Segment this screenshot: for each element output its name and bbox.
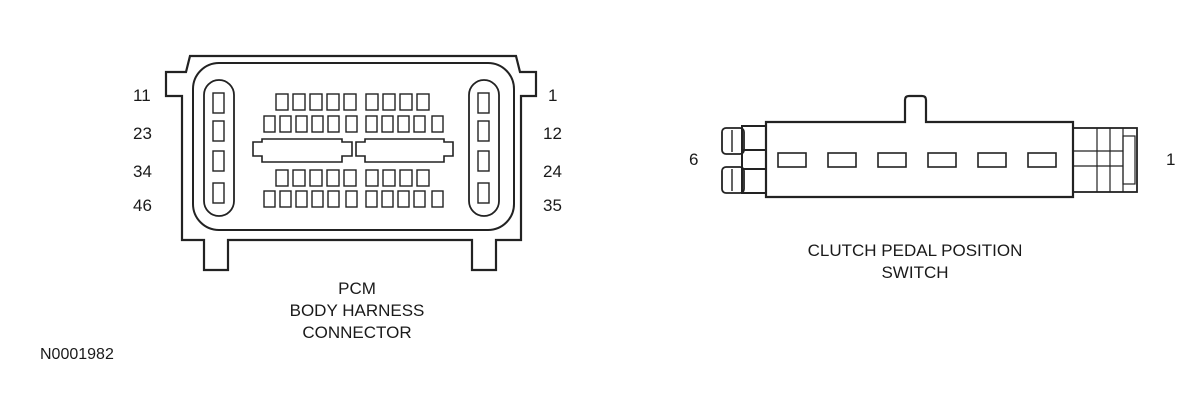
pcm-pin-cavity	[382, 93, 396, 111]
clutch-terminal-window	[977, 152, 1007, 168]
clutch-caption-line-2: SWITCH	[881, 263, 948, 282]
pcm-pin-number-34: 34	[133, 162, 152, 181]
pcm-pin-cavity	[399, 169, 413, 187]
pcm-left-capsule-cavity	[212, 92, 225, 114]
pcm-right-capsule-cavity	[477, 120, 490, 142]
pcm-pin-cavity	[399, 93, 413, 111]
pcm-pin-cavity	[311, 190, 324, 208]
pcm-pin-cavity	[416, 169, 430, 187]
pcm-connector-inner-frame	[192, 62, 515, 231]
pcm-pin-cavity	[365, 115, 378, 133]
pcm-pin-cavity	[365, 93, 379, 111]
pcm-pin-cavity	[345, 115, 358, 133]
pcm-pin-cavity	[431, 190, 444, 208]
pcm-pin-cavity	[275, 169, 289, 187]
pcm-center-latch-right	[355, 138, 454, 163]
clutch-switch-upper-tab	[721, 127, 745, 155]
pcm-pin-cavity	[295, 190, 308, 208]
pcm-pin-number-24: 24	[543, 162, 562, 181]
pcm-left-capsule-cavity	[212, 120, 225, 142]
pcm-pin-cavity	[431, 115, 444, 133]
clutch-switch-plunger-ribs	[1073, 128, 1136, 192]
pcm-pin-cavity	[365, 190, 378, 208]
clutch-switch-lower-tab	[721, 166, 745, 194]
pcm-pin-cavity	[327, 190, 340, 208]
pcm-pin-cavity	[413, 190, 426, 208]
pcm-pin-cavity	[416, 93, 430, 111]
clutch-switch-plunger	[1072, 127, 1138, 193]
pcm-pin-cavity	[397, 115, 410, 133]
pcm-right-capsule-cavity	[477, 182, 490, 204]
pcm-center-latch-left	[252, 138, 353, 163]
pcm-right-pin-capsule	[468, 79, 500, 217]
pcm-connector-caption: PCM BODY HARNESS CONNECTOR	[290, 279, 425, 342]
pcm-pin-cavity	[309, 93, 323, 111]
clutch-caption-line-1: CLUTCH PEDAL POSITION	[808, 241, 1023, 260]
pcm-left-capsule-cavity	[212, 150, 225, 172]
pcm-pin-number-46: 46	[133, 196, 152, 215]
pcm-pin-number-1: 1	[548, 86, 557, 105]
pcm-pin-cavity	[381, 115, 394, 133]
pcm-pin-cavity	[413, 115, 426, 133]
pcm-connector	[164, 54, 538, 272]
pcm-pin-cavity	[263, 115, 276, 133]
clutch-switch-body	[764, 94, 1075, 199]
pcm-pin-cavity	[365, 169, 379, 187]
pcm-pin-cavity	[343, 169, 357, 187]
pcm-pin-number-35: 35	[543, 196, 562, 215]
pcm-pin-cavity	[295, 115, 308, 133]
clutch-terminal-window	[777, 152, 807, 168]
pcm-caption-line-1: PCM	[338, 279, 376, 298]
pcm-pin-cavity	[343, 93, 357, 111]
pcm-pin-cavity	[326, 93, 340, 111]
clutch-terminal-window	[927, 152, 957, 168]
clutch-terminal-window	[877, 152, 907, 168]
pcm-pin-number-12: 12	[543, 124, 562, 143]
pcm-pin-cavity	[311, 115, 324, 133]
pcm-pin-cavity	[326, 169, 340, 187]
pcm-caption-line-2: BODY HARNESS	[290, 301, 425, 320]
pcm-pin-cavity	[345, 190, 358, 208]
pcm-pin-cavity	[327, 115, 340, 133]
clutch-pin-number-6: 6	[689, 150, 698, 169]
pcm-right-capsule-cavity	[477, 150, 490, 172]
pcm-right-capsule-cavity	[477, 92, 490, 114]
pcm-pin-cavity	[263, 190, 276, 208]
pcm-left-pin-numbers: 11 23 34 46	[133, 86, 152, 215]
pcm-pin-cavities	[212, 92, 490, 208]
pcm-left-pin-capsule	[203, 79, 235, 217]
pcm-connector-housing	[164, 54, 538, 272]
clutch-terminal-window	[827, 152, 857, 168]
clutch-terminal-window	[1027, 152, 1057, 168]
pcm-pin-cavity	[397, 190, 410, 208]
clutch-switch-caption: CLUTCH PEDAL POSITION SWITCH	[808, 241, 1023, 282]
pcm-pin-number-11: 11	[133, 86, 151, 105]
figure-code: N0001982	[40, 346, 114, 363]
clutch-switch-left-end	[741, 125, 766, 194]
pcm-pin-cavity	[279, 115, 292, 133]
pcm-pin-cavity	[275, 93, 289, 111]
clutch-switch-terminals	[777, 152, 1057, 168]
pcm-pin-cavity	[279, 190, 292, 208]
pcm-pin-cavity	[292, 93, 306, 111]
clutch-pin-number-1: 1	[1166, 150, 1175, 169]
pcm-pin-cavity	[292, 169, 306, 187]
pcm-left-capsule-cavity	[212, 182, 225, 204]
clutch-switch	[721, 94, 1138, 199]
pcm-pin-cavity	[381, 190, 394, 208]
pcm-pin-cavity	[309, 169, 323, 187]
pcm-pin-cavity	[382, 169, 396, 187]
pcm-right-pin-numbers: 1 12 24 35	[543, 86, 562, 215]
pcm-pin-number-23: 23	[133, 124, 152, 143]
pcm-caption-line-3: CONNECTOR	[302, 323, 411, 342]
